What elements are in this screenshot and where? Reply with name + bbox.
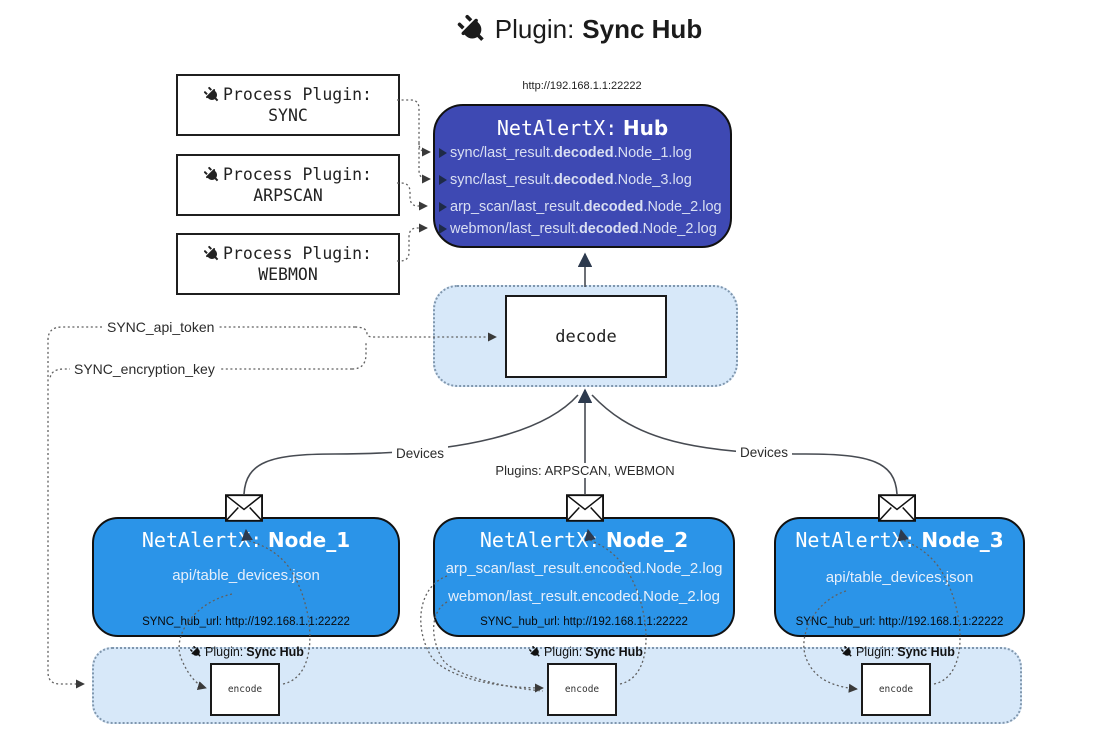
arrow-right-icon [439,148,447,158]
plug-icon [201,83,224,106]
hub-title-name: Hub [622,116,669,140]
process-plugin-label: Process Plugin: [222,85,372,104]
process-plugin-arpscan-box: Process Plugin: ARPSCAN [176,154,400,216]
node-hub-url: SYNC_hub_url: http://192.168.1.1:22222 [795,616,1004,628]
envelope-icon [878,494,916,522]
title-prefix: Plugin: [494,14,575,44]
process-plugin-name: ARPSCAN [253,186,323,205]
hub-log-line: sync/last_result.decoded.Node_3.log [439,172,692,188]
hub-log-line: sync/last_result.decoded.Node_1.log [439,145,692,161]
node-file: api/table_devices.json [825,569,974,586]
edge-label-devices-left: Devices [391,446,449,461]
node-file: api/table_devices.json [172,567,320,584]
edge-label-plugins: Plugins: ARPSCAN, WEBMON [491,463,679,478]
envelope-icon [566,494,604,522]
encode-box: encode [861,663,931,716]
edge-arpscan-to-hub-log3 [397,182,428,211]
arrow-right-icon [439,175,447,185]
node-hub-url: SYNC_hub_url: http://192.168.1.1:22222 [142,616,350,628]
process-plugin-webmon-box: Process Plugin: WEBMON [176,233,400,295]
process-plugin-sync-box: Process Plugin: SYNC [176,74,400,136]
hub-box: NetAlertX: Hub sync/last_result.decoded.… [433,104,732,248]
process-plugin-name: SYNC [268,106,308,125]
plug-icon [452,9,493,50]
encoder-plugin-label: Plugin:Sync Hub [841,645,955,659]
hub-title-prefix: NetAlertX: [496,116,618,140]
edge-label-devices-right: Devices [735,445,793,460]
plug-icon [201,242,224,265]
node2-box: NetAlertX: Node_2 arp_scan/last_result.e… [433,517,735,637]
encoder-plugin-label: Plugin:Sync Hub [529,645,643,659]
node-file: webmon/last_result.encoded.Node_2.log [448,588,720,605]
process-plugin-label: Process Plugin: [222,244,372,263]
diagram-title: Plugin: Sync Hub [458,14,702,45]
process-plugin-label: Process Plugin: [222,165,372,184]
arrow-right-icon [439,224,447,234]
plug-icon [839,644,856,661]
hub-url-label: http://192.168.1.1:22222 [522,80,642,92]
decode-box: decode [505,295,667,378]
node3-box: NetAlertX: Node_3 api/table_devices.json… [774,517,1025,637]
hub-log-line: arp_scan/last_result.decoded.Node_2.log [439,199,722,215]
edge-sync-to-hub-log2 [418,143,431,184]
node-hub-url: SYNC_hub_url: http://192.168.1.1:22222 [480,616,688,628]
sync-encryption-key-label: SYNC_encryption_key [70,361,219,377]
arrow-right-icon [439,202,447,212]
encoder-plugin-label: Plugin:Sync Hub [190,645,304,659]
edge-webmon-to-hub-log4 [397,223,428,262]
title-name: Sync Hub [582,14,703,44]
encode-box: encode [547,663,617,716]
envelope-icon [225,494,263,522]
sync-api-token-label: SYNC_api_token [103,319,219,335]
plug-icon [201,163,224,186]
encode-box: encode [210,663,280,716]
plug-icon [188,644,205,661]
edge-sync-to-hub-log1 [397,99,431,157]
node1-box: NetAlertX: Node_1 api/table_devices.json… [92,517,400,637]
node-file: arp_scan/last_result.encoded.Node_2.log [445,560,723,577]
edge-node1-to-decode [243,394,579,495]
process-plugin-name: WEBMON [258,265,318,284]
hub-log-line: webmon/last_result.decoded.Node_2.log [439,221,717,237]
plug-icon [527,644,544,661]
